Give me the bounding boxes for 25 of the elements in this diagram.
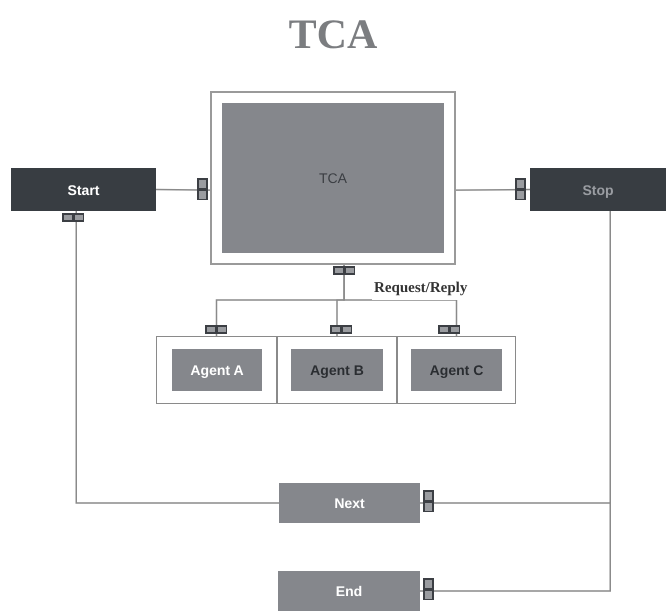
connector-line xyxy=(76,211,279,504)
process-box xyxy=(222,103,444,253)
process-box xyxy=(530,168,666,211)
cell-box xyxy=(156,336,277,404)
node-label: Agent B xyxy=(310,361,364,380)
node-label: TCA xyxy=(319,169,347,188)
node-label: End xyxy=(336,582,362,601)
agent-box xyxy=(172,349,262,391)
connector-line xyxy=(456,188,530,191)
node-label: Agent A xyxy=(190,361,244,380)
agent-box xyxy=(291,349,383,391)
process-box xyxy=(279,483,420,523)
node-label: Start xyxy=(68,180,100,200)
connector-line xyxy=(156,188,210,191)
cell-box xyxy=(397,336,516,404)
node-label: Agent C xyxy=(430,361,484,380)
frame-box xyxy=(210,91,456,265)
node-label: Stop xyxy=(582,180,614,200)
cell-box xyxy=(277,336,397,404)
node-label: Next xyxy=(334,494,365,513)
connector-line xyxy=(343,265,458,336)
agent-box xyxy=(411,349,502,391)
process-box xyxy=(11,168,156,211)
process-box xyxy=(278,571,420,611)
title: TCA xyxy=(288,11,378,60)
